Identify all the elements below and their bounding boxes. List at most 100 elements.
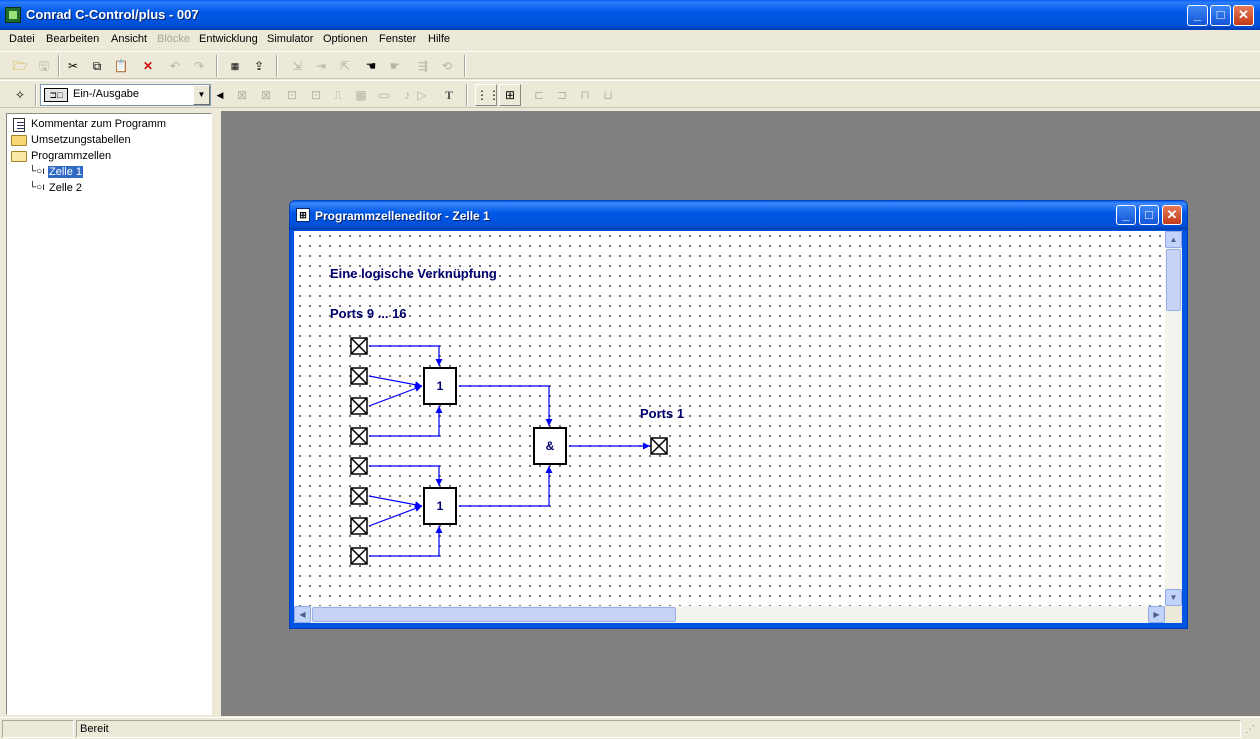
resize-grip-icon[interactable]: ⋰ [1245,724,1255,735]
wire [368,375,423,389]
cell-editor-title: Programmzelleneditor - Zelle 1 [315,209,490,223]
redo-icon: ↷ [193,59,205,73]
cell-editor-window: ⊞ Programmzelleneditor - Zelle 1 _ □ ✕ E… [289,200,1188,629]
program-tree[interactable]: Kommentar zum Programm Umsetzungstabelle… [6,113,212,715]
align-bottom-icon: ⊔ [603,88,613,102]
wire [369,345,443,366]
wire [369,406,443,437]
menu-bar: Datei Bearbeiten Ansicht Blöcke Entwickl… [0,30,1260,50]
hand-icon[interactable]: ☚ [365,59,377,73]
document-icon [13,118,25,132]
input-port-icon[interactable] [350,517,368,535]
block-category-select[interactable]: ⊐□ Ein-/Ausgabe ▼ [40,84,211,106]
block-display-icon: ▭ [378,88,390,102]
input-port-icon[interactable] [350,337,368,355]
align-right-icon: ⊐ [556,88,568,102]
block-category-value: Ein-/Ausgabe [73,88,140,100]
align-top-icon: ⊓ [580,88,590,102]
scroll-left-icon[interactable]: ◀ [216,90,224,100]
hand-stop-icon: ☛ [389,59,401,73]
vertical-scrollbar[interactable]: ▲ ▼ [1165,231,1182,606]
or-gate[interactable]: 1 [423,367,457,405]
window-title: Conrad C-Control/plus - 007 [26,7,199,22]
folder-icon [11,135,27,146]
status-text: Bereit [80,723,109,735]
block-analog-in-icon: ⊡ [286,88,298,102]
output-ports-label: Ports 1 [640,406,685,421]
or-gate-label: 1 [437,499,444,513]
copy-icon[interactable]: ⧉ [92,59,102,73]
block-input-icon: ⊠ [236,88,248,102]
horizontal-scrollbar[interactable]: ◀ ▶ [294,606,1165,623]
text-tool-icon[interactable]: T [444,88,453,102]
block-keypad-icon: ▦ [355,88,367,102]
paste-icon: 📋 [113,59,129,73]
input-port-icon[interactable] [350,487,368,505]
editor-icon[interactable]: ⊞ [296,208,310,222]
diagram-canvas[interactable]: Eine logische Verknüpfung Ports 9 ... 16… [294,231,1165,606]
block-pulse-icon: ⎍ [333,88,343,102]
transfer-icon[interactable]: ⇪ [253,59,265,73]
or-gate[interactable]: 1 [423,487,457,525]
grid-icon[interactable]: ⋮⋮ [475,84,500,106]
cell-icon: └○ı [29,166,45,177]
wire [369,526,443,557]
menu-hilfe[interactable]: Hilfe [428,33,451,45]
menu-entwicklung[interactable]: Entwicklung [199,33,258,45]
step-into-icon: ⇲ [291,59,303,73]
output-port-icon[interactable] [650,437,668,455]
menu-optionen[interactable]: Optionen [323,33,368,45]
reset-icon: ⟲ [441,59,453,73]
child-close-button[interactable]: ✕ [1162,205,1182,225]
input-port-icon[interactable] [350,427,368,445]
align-left-icon: ⊏ [533,88,545,102]
cut-icon[interactable]: ✂ [67,59,79,73]
minimize-button[interactable]: _ [1187,5,1208,26]
step-out-icon: ⇱ [339,59,351,73]
horizontal-scroll-thumb[interactable] [312,607,676,622]
menu-ansicht[interactable]: Ansicht [111,33,148,45]
chevron-down-icon[interactable]: ▼ [193,85,210,105]
vertical-scroll-thumb[interactable] [1166,249,1181,311]
menu-fenster[interactable]: Fenster [379,33,417,45]
io-port-icon: ⊐□ [44,88,68,102]
input-port-icon[interactable] [350,457,368,475]
child-minimize-button[interactable]: _ [1116,205,1136,225]
close-button[interactable]: ✕ [1233,5,1254,26]
scroll-down-icon[interactable]: ▼ [1165,589,1182,606]
folder-open-icon [11,151,27,162]
wire [368,505,423,527]
compile-icon[interactable]: ▦ [230,61,240,71]
wand-icon[interactable]: ✧ [14,88,26,102]
main-title-bar: Conrad C-Control/plus - 007 _ □ ✕ [0,0,1260,30]
input-ports-label: Ports 9 ... 16 [330,306,407,321]
and-gate[interactable]: & [533,427,567,465]
status-pane-left [2,720,74,738]
maximize-button[interactable]: □ [1210,5,1231,26]
diagram-heading: Eine logische Verknüpfung [330,266,497,281]
snap-grid-icon[interactable]: ⊞ [499,84,521,106]
logic-diagram: 1 1 & [350,337,668,565]
wire [368,385,423,407]
delete-icon[interactable]: ✕ [142,59,154,73]
wire [459,385,553,426]
input-port-icon[interactable] [350,397,368,415]
scroll-up-icon[interactable]: ▲ [1165,231,1182,248]
open-folder-icon[interactable]: 🗁 [12,59,28,73]
child-maximize-button[interactable]: □ [1139,205,1159,225]
menu-bloecke: Blöcke [157,33,191,45]
menu-simulator[interactable]: Simulator [267,33,314,45]
input-port-icon[interactable] [350,367,368,385]
scroll-right-arrow-icon[interactable]: ▶ [1148,606,1165,623]
block-analog-out-icon: ⊡ [310,88,322,102]
input-port-icon[interactable] [350,547,368,565]
run-to-icon: ⇶ [417,59,429,73]
wire [368,495,423,509]
step-over-icon: ⇥ [315,59,327,73]
app-icon[interactable] [5,7,21,23]
wire [459,466,553,507]
status-pane-main: Bereit [76,720,1241,738]
menu-bearbeiten[interactable]: Bearbeiten [46,33,100,45]
scroll-left-arrow-icon[interactable]: ◀ [294,606,311,623]
menu-datei[interactable]: Datei [9,33,35,45]
